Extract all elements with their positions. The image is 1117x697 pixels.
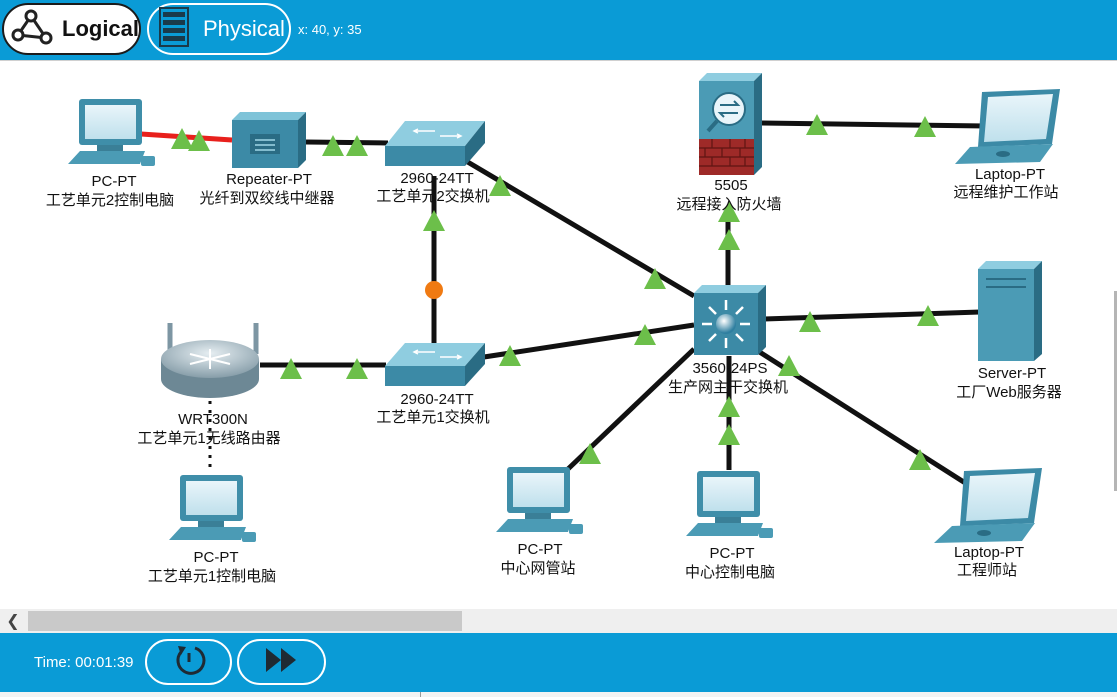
- horizontal-scroll-thumb[interactable]: [28, 611, 462, 631]
- laptop-device-icon[interactable]: [955, 89, 1060, 164]
- link-up-indicator: [799, 311, 821, 332]
- link-up-indicator: [718, 396, 740, 417]
- pc-device-icon[interactable]: [686, 471, 773, 538]
- laptop-device-icon[interactable]: [934, 468, 1042, 543]
- sw2-model-label: 2960-24TT: [400, 170, 473, 187]
- pc-nms-model-label: PC-PT: [518, 541, 563, 558]
- link-up-indicator: [914, 116, 936, 137]
- link-up-indicator: [644, 268, 666, 289]
- laptop-remote-name-label: 远程维护工作站: [953, 184, 1058, 201]
- pc-device-icon[interactable]: [68, 99, 155, 166]
- link-up-indicator: [806, 114, 828, 135]
- link-core-server[interactable]: [763, 309, 981, 322]
- physical-tab-label: Physical: [203, 16, 285, 41]
- core-name-label: 生产网主干交换机: [668, 378, 788, 396]
- link-up-indicator: [346, 358, 368, 379]
- simulation-toolbar: Time: 00:01:39: [0, 633, 1117, 692]
- laptop-remote-model-label: Laptop-PT: [975, 166, 1045, 183]
- pc-center-name-label: 中心控制电脑: [685, 564, 775, 581]
- logical-tab-label: Logical: [62, 16, 140, 41]
- power-cycle-icon: [169, 640, 209, 685]
- pc2-name-label: 工艺单元2控制电脑: [46, 192, 174, 209]
- repeater-device-icon[interactable]: [232, 112, 306, 168]
- physical-tab[interactable]: Physical: [147, 3, 291, 55]
- link-blocked-indicator: [425, 281, 443, 299]
- link-firewall-laptop-remote[interactable]: [761, 120, 987, 129]
- link-up-indicator: [718, 201, 740, 222]
- mode-toolbar: Logical Physical x: 40, y: 35: [0, 0, 1117, 60]
- status-strip-divider: [420, 692, 421, 697]
- link-up-indicator: [917, 305, 939, 326]
- status-strip: [0, 692, 1117, 697]
- link-up-indicator: [579, 443, 601, 464]
- wireless-router-device-icon[interactable]: [161, 323, 259, 398]
- pc-device-icon[interactable]: [496, 467, 583, 534]
- switch-device-icon[interactable]: [385, 121, 485, 166]
- link-status-lights: [171, 114, 939, 470]
- power-cycle-button[interactable]: [145, 639, 232, 685]
- link-up-indicator: [718, 424, 740, 445]
- simulation-time: Time: 00:01:39: [34, 654, 134, 671]
- link-repeater-sw2[interactable]: [305, 139, 389, 146]
- link-up-indicator: [346, 135, 368, 156]
- link-up-indicator: [322, 135, 344, 156]
- repeater-model-label: Repeater-PT: [226, 171, 312, 188]
- switch-device-icon[interactable]: [385, 343, 485, 386]
- sw1-name-label: 工艺单元1交换机: [376, 408, 489, 426]
- pc1-name-label: 工艺单元1控制电脑: [148, 568, 276, 585]
- sw2-name-label: 工艺单元2交换机: [376, 187, 489, 205]
- pc2-model-label: PC-PT: [92, 173, 137, 190]
- scroll-left-arrow-icon[interactable]: ❮: [6, 613, 20, 630]
- link-up-indicator: [634, 324, 656, 345]
- fast-forward-button[interactable]: [237, 639, 326, 685]
- vertical-scrollbar[interactable]: [1114, 291, 1117, 491]
- logical-topology-icon: [8, 4, 54, 55]
- firewall-name-label: 远程接入防火墙: [676, 196, 781, 213]
- link-up-indicator: [718, 229, 740, 250]
- horizontal-scrollbar[interactable]: ❮: [0, 609, 1117, 633]
- core-model-label: 3560-24PS: [692, 360, 767, 377]
- physical-rack-icon: [159, 6, 189, 52]
- pc-device-icon[interactable]: [169, 475, 256, 542]
- pc-center-model-label: PC-PT: [710, 545, 755, 562]
- pc1-model-label: PC-PT: [194, 549, 239, 566]
- multilayer-switch-device-icon[interactable]: [694, 285, 766, 355]
- link-up-indicator: [499, 345, 521, 366]
- link-up-indicator: [909, 449, 931, 470]
- logical-tab[interactable]: Logical: [2, 3, 141, 55]
- pc-nms-name-label: 中心网管站: [500, 560, 575, 577]
- firewall-device-icon[interactable]: [699, 73, 762, 175]
- link-up-indicator: [489, 175, 511, 196]
- laptop-eng-name-label: 工程师站: [957, 562, 1017, 579]
- link-up-indicator: [423, 210, 445, 231]
- topology-diagram[interactable]: PC-PT 工艺单元2控制电脑 Repeater-PT 光纤到双绞线中继器 29…: [0, 61, 1117, 610]
- server-device-icon[interactable]: [978, 261, 1042, 361]
- firewall-model-label: 5505: [714, 177, 747, 194]
- link-sw1-core[interactable]: [483, 322, 695, 360]
- sw1-model-label: 2960-24TT: [400, 391, 473, 408]
- router-model-label: WRT300N: [178, 411, 248, 428]
- logical-workspace[interactable]: PC-PT 工艺单元2控制电脑 Repeater-PT 光纤到双绞线中继器 29…: [0, 60, 1117, 610]
- link-up-indicator: [280, 358, 302, 379]
- fast-forward-icon: [262, 645, 302, 680]
- link-up-indicator: [778, 355, 800, 376]
- link-up-indicator: [171, 128, 193, 149]
- server-name-label: 工厂Web服务器: [956, 384, 1062, 401]
- cursor-coordinates: x: 40, y: 35: [298, 22, 362, 37]
- laptop-eng-model-label: Laptop-PT: [954, 544, 1024, 561]
- router-name-label: 工艺单元1无线路由器: [137, 430, 280, 447]
- repeater-name-label: 光纤到双绞线中继器: [199, 190, 334, 207]
- server-model-label: Server-PT: [978, 365, 1046, 382]
- link-up-indicator: [188, 130, 210, 151]
